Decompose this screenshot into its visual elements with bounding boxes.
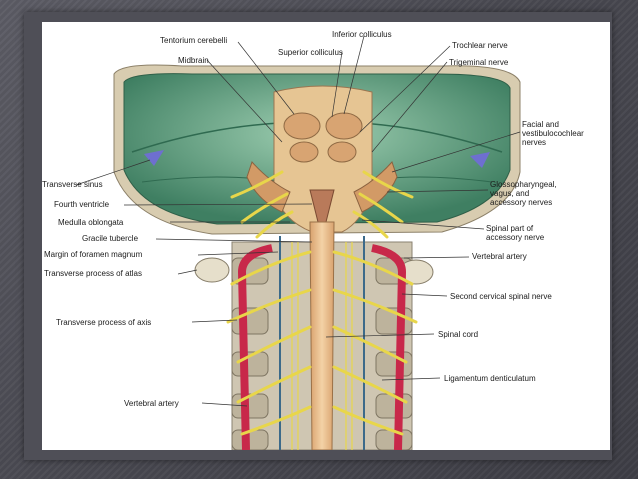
label-vertebral-artery-left: Vertebral artery (124, 399, 179, 408)
label-margin-foramen-magnum: Margin of foramen magnum (44, 250, 143, 259)
nerves (226, 170, 418, 436)
label-transverse-sinus: Transverse sinus (42, 180, 103, 189)
label-superior-colliculus: Superior colliculus (278, 48, 343, 57)
transverse-sinus-right (470, 152, 490, 168)
label-fourth-ventricle: Fourth ventricle (54, 200, 110, 209)
label-spinal-part-accessory-nerve: Spinal part of accessory nerve (486, 224, 545, 242)
label-trochlear-nerve: Trochlear nerve (452, 41, 508, 50)
label-transverse-process-axis: Transverse process of axis (56, 318, 152, 327)
vertebral-artery-left-vessel (237, 244, 273, 450)
label-spinal-cord: Spinal cord (438, 330, 479, 339)
label-facial-vestibulocochlear-nerves: Facial and vestibulocochlear nerves (522, 120, 584, 147)
label-vertebral-artery-right: Vertebral artery (472, 252, 527, 261)
nerve-rootlets (291, 242, 353, 450)
anatomy-illustration (75, 35, 521, 450)
atlas-process-left (194, 257, 230, 283)
label-midbrain: Midbrain (178, 56, 209, 65)
vertebral-artery-right-vessel (371, 244, 407, 450)
label-medulla-oblongata: Medulla oblongata (58, 218, 124, 227)
label-second-cervical-spinal-nerve: Second cervical spinal nerve (450, 292, 552, 301)
label-glossopharyngeal-vagus-accessory: Glossopharyngeal, vagus, and accessory n… (490, 180, 557, 207)
label-transverse-process-atlas: Transverse process of atlas (44, 269, 142, 278)
transverse-sinus-left (144, 150, 164, 166)
label-trigeminal-nerve: Trigeminal nerve (449, 58, 509, 67)
label-ligamentum-denticulatum: Ligamentum denticulatum (444, 374, 536, 383)
label-gracile-tubercle: Gracile tubercle (82, 234, 139, 243)
leader-lines (75, 35, 521, 407)
anatomy-figure: Tentorium cerebelli Inferior colliculus … (42, 22, 610, 450)
label-tentorium-cerebelli: Tentorium cerebelli (160, 36, 228, 45)
spinal-cord-shape (309, 221, 335, 450)
label-inferior-colliculus: Inferior colliculus (332, 30, 392, 39)
